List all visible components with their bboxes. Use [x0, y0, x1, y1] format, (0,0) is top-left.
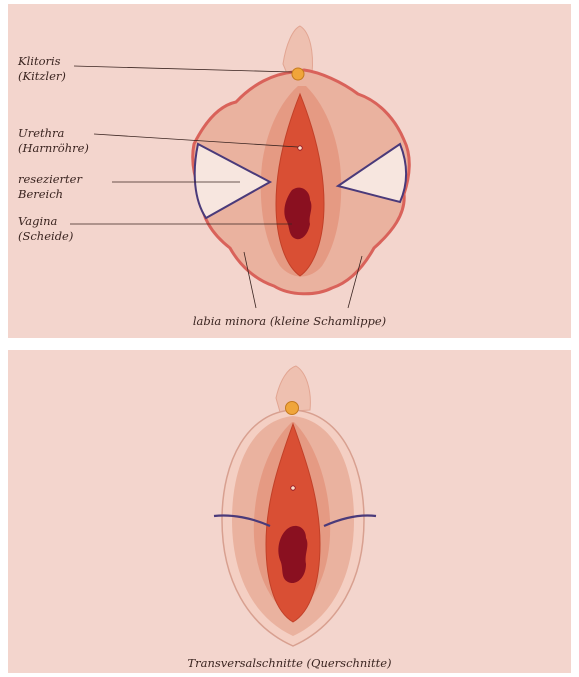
label-resected-area: resezierter Bereich: [18, 172, 82, 202]
leader-klitoris: [74, 66, 292, 72]
urethra-dot: [298, 146, 302, 150]
transversal-illustration: [8, 350, 571, 673]
diagram-panel-transversal: Transversalschnitte (Querschnitte): [8, 350, 571, 673]
label-urethra: Urethra (Harnröhre): [18, 126, 89, 156]
excision-illustration: [8, 4, 571, 338]
caption-labia-minora: labia minora (kleine Schamlippe): [8, 314, 571, 328]
urethra-dot: [291, 486, 295, 490]
label-klitoris: Klitoris (Kitzler): [18, 54, 66, 84]
label-urethra-german: (Harnröhre): [18, 141, 89, 156]
label-urethra-name: Urethra: [18, 126, 89, 141]
diagram-panel-excision: Klitoris (Kitzler) Urethra (Harnröhre) r…: [8, 4, 571, 338]
label-vagina-german: (Scheide): [18, 229, 73, 244]
label-resected-line2: Bereich: [18, 187, 82, 202]
label-vagina: Vagina (Scheide): [18, 214, 73, 244]
label-vagina-name: Vagina: [18, 214, 73, 229]
label-klitoris-german: (Kitzler): [18, 69, 66, 84]
clitoris-dot: [286, 402, 299, 415]
label-klitoris-name: Klitoris: [18, 54, 66, 69]
clitoris-dot: [292, 68, 304, 80]
caption-transversal: Transversalschnitte (Querschnitte): [8, 656, 571, 670]
label-resected-line1: resezierter: [18, 172, 82, 187]
